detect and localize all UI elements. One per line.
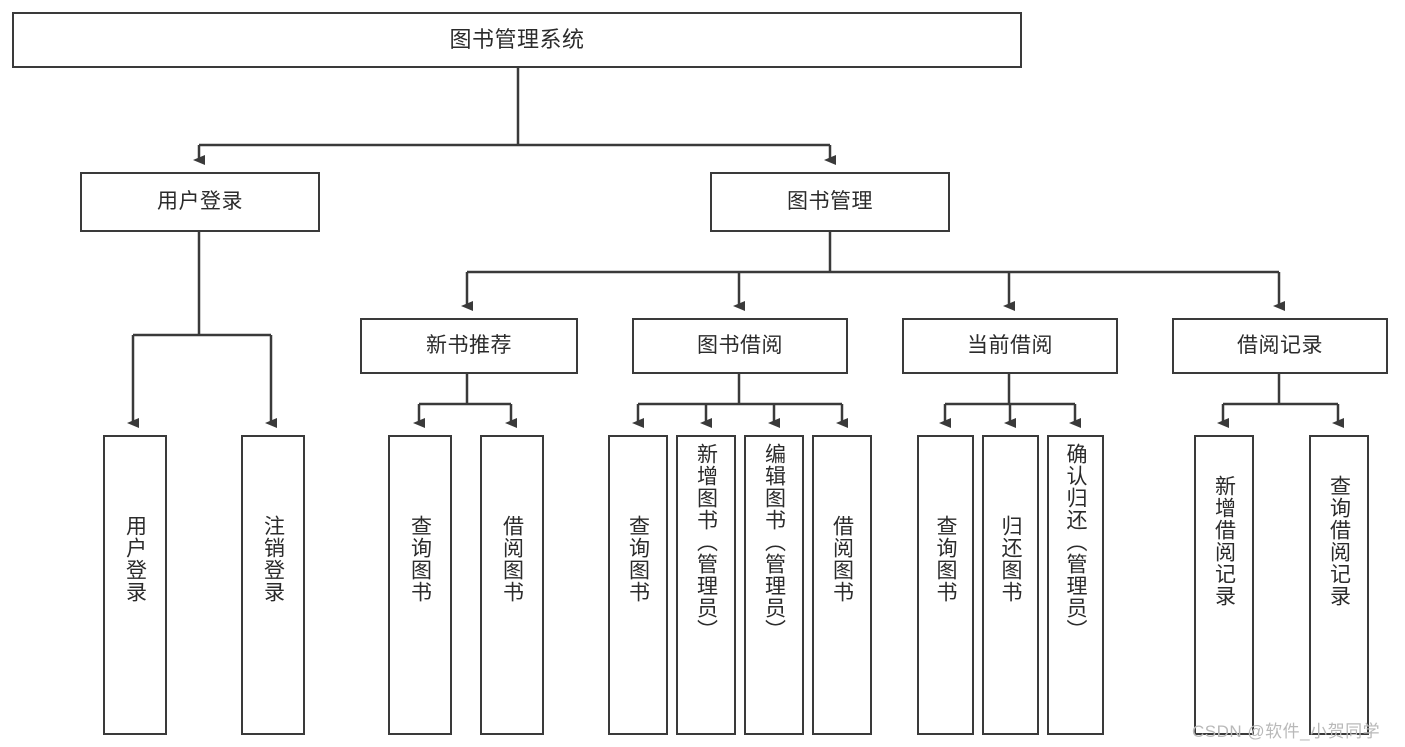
- node-borrow-record[interactable]: 借阅记录: [1172, 318, 1388, 374]
- node-label: 查询图书: [408, 515, 432, 603]
- leaf-borrow-book-recommend[interactable]: 借阅图书: [480, 435, 544, 735]
- node-label: 借阅记录: [1237, 333, 1323, 357]
- node-label: 查询图书: [934, 515, 957, 603]
- node-label: 归还图书: [999, 515, 1022, 603]
- node-label: 借阅图书: [500, 515, 524, 603]
- leaf-return-book[interactable]: 归还图书: [982, 435, 1039, 735]
- node-new-book-recommend[interactable]: 新书推荐: [360, 318, 578, 374]
- node-user-login[interactable]: 用户登录: [80, 172, 320, 232]
- node-label: 用户登录: [157, 189, 243, 213]
- node-label: 图书管理: [787, 189, 873, 213]
- node-book-manage[interactable]: 图书管理: [710, 172, 950, 232]
- node-label: 确认归还（管理员）: [1064, 443, 1087, 641]
- leaf-edit-book-admin[interactable]: 编辑图书（管理员）: [744, 435, 804, 735]
- node-book-borrow[interactable]: 图书借阅: [632, 318, 848, 374]
- node-label: 新书推荐: [426, 333, 512, 357]
- node-label: 新增借阅记录: [1212, 475, 1236, 607]
- node-label: 查询图书: [626, 515, 650, 603]
- leaf-query-book-borrow[interactable]: 查询图书: [608, 435, 668, 735]
- node-label: 当前借阅: [967, 333, 1053, 357]
- node-label: 查询借阅记录: [1327, 475, 1351, 607]
- leaf-add-book-admin[interactable]: 新增图书（管理员）: [676, 435, 736, 735]
- leaf-query-borrow-record[interactable]: 查询借阅记录: [1309, 435, 1369, 735]
- node-label: 新增图书（管理员）: [694, 443, 718, 641]
- leaf-query-book-recommend[interactable]: 查询图书: [388, 435, 452, 735]
- node-current-borrow[interactable]: 当前借阅: [902, 318, 1118, 374]
- node-label: 编辑图书（管理员）: [762, 443, 786, 641]
- node-label: 图书管理系统: [449, 27, 585, 53]
- leaf-borrow-book[interactable]: 借阅图书: [812, 435, 872, 735]
- node-root-system[interactable]: 图书管理系统: [12, 12, 1022, 68]
- node-label: 图书借阅: [697, 333, 783, 357]
- leaf-add-borrow-record[interactable]: 新增借阅记录: [1194, 435, 1254, 735]
- node-label: 注销登录: [261, 515, 285, 603]
- leaf-confirm-return-admin[interactable]: 确认归还（管理员）: [1047, 435, 1104, 735]
- leaf-logout[interactable]: 注销登录: [241, 435, 305, 735]
- csdn-watermark: CSDN @软件_小贺同学: [1192, 722, 1381, 741]
- node-label: 借阅图书: [830, 515, 854, 603]
- leaf-query-book-current[interactable]: 查询图书: [917, 435, 974, 735]
- node-label: 用户登录: [123, 515, 147, 603]
- leaf-user-login[interactable]: 用户登录: [103, 435, 167, 735]
